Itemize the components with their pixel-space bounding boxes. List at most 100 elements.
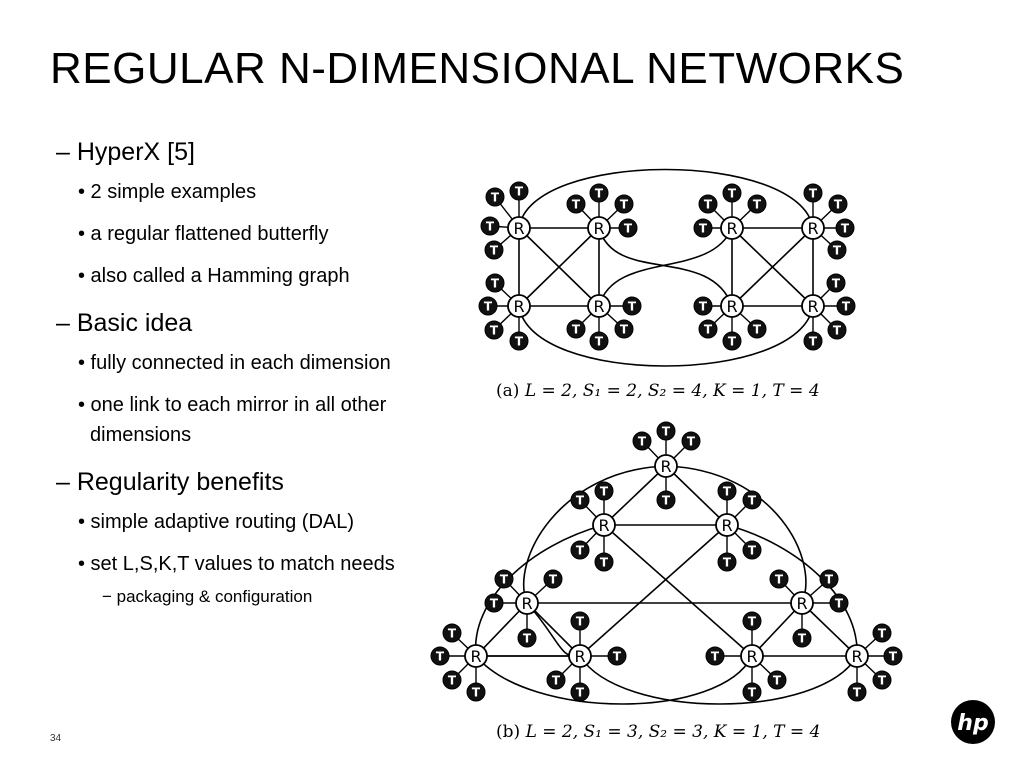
terminal-node [803,183,823,203]
terminal-node [480,216,500,236]
link [801,602,858,657]
router-label: R [513,297,524,316]
terminal-node [589,183,609,203]
figure-a-formula: L = 2, S₁ = 2, S₂ = 4, K = 1, T = 4 [524,381,820,401]
bullet-basic-idea: – Basic idea [56,309,193,337]
terminal-label: T [436,650,445,664]
terminal-node [442,623,462,643]
terminal-label: T [572,323,581,337]
bullet-item: • also called a Hamming graph [78,265,350,287]
link [518,227,600,307]
link [598,227,733,307]
link [526,602,581,657]
figure-a-caption: (a) L = 2, S₁ = 2, S₂ = 4, K = 1, T = 4 [496,381,820,401]
terminal-node [594,552,614,572]
terminal-label: T [728,335,737,349]
figure-a-label: (a) [496,381,520,401]
router-label: R [513,219,524,238]
terminal-label: T [613,650,622,664]
terminal-node [485,187,505,207]
terminal-label: T [835,597,844,611]
router-label: R [660,457,671,476]
link [475,602,528,657]
figure-b-label: (b) [496,722,521,742]
router-node [587,216,611,240]
terminal-node [722,331,742,351]
terminal-label: T [853,686,862,700]
router-label: R [851,647,862,666]
terminal-label: T [728,187,737,201]
router-node [507,216,531,240]
terminal-node [872,670,892,690]
terminal-label: T [841,222,850,236]
terminal-label: T [576,494,585,508]
page-number: 34 [50,733,62,744]
terminal-node [819,569,839,589]
router-node [720,294,744,318]
terminal-node [607,646,627,666]
link [579,655,858,705]
terminal-node [826,273,846,293]
terminal-label: T [748,686,757,700]
terminal-label: T [723,556,732,570]
terminal-label: T [490,597,499,611]
terminal-node [792,628,812,648]
terminal-label: T [704,323,713,337]
router-label: R [726,219,737,238]
router-node [507,294,531,318]
terminal-node [517,628,537,648]
link [603,524,753,657]
link [665,465,807,604]
terminal-node [478,296,498,316]
terminal-label: T [775,573,784,587]
terminal-label: T [523,632,532,646]
terminal-node [827,240,847,260]
router-label: R [574,647,585,666]
terminal-node [742,540,762,560]
terminal-label: T [624,222,633,236]
terminal-node [484,240,504,260]
terminal-node [430,646,450,666]
terminal-label: T [600,485,609,499]
terminal-label: T [889,650,898,664]
terminal-label: T [699,222,708,236]
bullet-item: • a regular flattened butterfly [78,223,329,245]
terminal-label: T [638,435,647,449]
terminal-node [509,331,529,351]
terminal-node [566,194,586,214]
router-label: R [726,297,737,316]
terminal-node [484,320,504,340]
terminal-label: T [515,185,524,199]
terminal-label: T [878,674,887,688]
terminal-label: T [448,674,457,688]
terminal-node [828,194,848,214]
terminal-node [570,682,590,702]
terminal-label: T [723,485,732,499]
link [522,465,667,604]
terminal-label: T [809,335,818,349]
terminal-label: T [490,324,499,338]
terminal-node [803,331,823,351]
terminal-label: T [549,573,558,587]
terminal-node [466,682,486,702]
terminal-node [589,331,609,351]
terminal-label: T [552,674,561,688]
terminal-label: T [595,187,604,201]
terminal-node [742,490,762,510]
terminal-node [698,194,718,214]
terminal-node [632,431,652,451]
terminal-node [883,646,903,666]
terminal-node [872,623,892,643]
link [579,524,728,657]
terminal-node [742,682,762,702]
terminal-label: T [878,627,887,641]
terminal-node [747,194,767,214]
router-node [587,294,611,318]
terminal-node [546,670,566,690]
terminal-label: T [834,198,843,212]
link [603,465,667,526]
bullet-list: – HyperX [5] • 2 simple examples • a reg… [56,138,416,617]
router-node [790,591,814,615]
terminal-label: T [628,300,637,314]
terminal-node [681,431,701,451]
